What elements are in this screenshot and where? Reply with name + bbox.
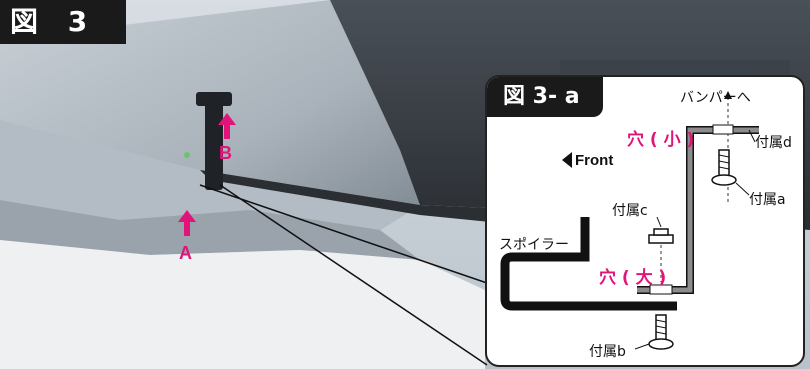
front-label: Front	[575, 152, 614, 169]
to-bumper-label: バンパーへ	[680, 90, 751, 106]
bracket-diagram	[500, 91, 759, 350]
figure-label: 図 3	[0, 0, 126, 44]
hole-large-label: 穴 ( 大 )	[599, 268, 667, 288]
spoiler-label: スポイラー	[499, 237, 569, 253]
inset-diagram: 図 3- a	[485, 75, 805, 367]
part-c-label: 付属c	[612, 203, 648, 219]
arrow-a-label: A	[179, 243, 192, 263]
arrow-b-label: B	[219, 143, 232, 163]
part-d-label: 付属d	[755, 135, 792, 151]
part-a-label: 付属a	[749, 192, 786, 208]
part-b-label: 付属b	[589, 344, 626, 360]
inset-title: 図 3- a	[487, 77, 603, 117]
hole-small-label: 穴 ( 小 )	[627, 130, 695, 150]
